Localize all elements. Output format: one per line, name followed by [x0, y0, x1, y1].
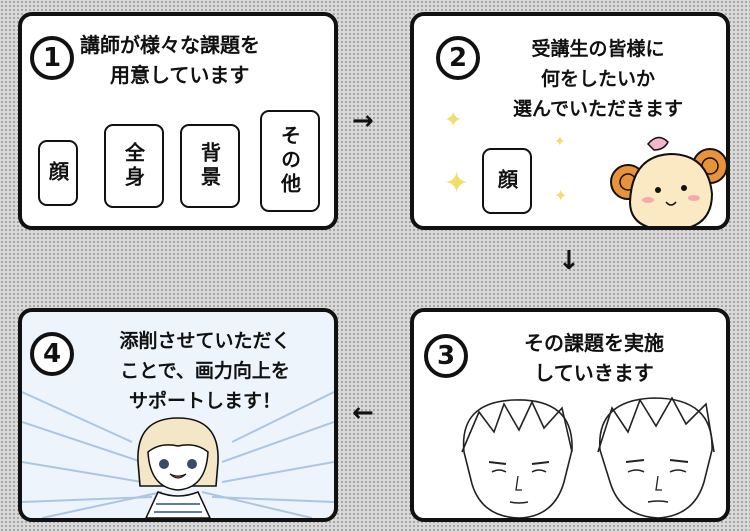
step-1-text: 講師が様々な課題を 用意しています [80, 30, 334, 90]
sketch-face-illustration [461, 399, 573, 518]
chosen-task-card: 顔 [482, 148, 532, 214]
step-3-number: 3 [424, 334, 468, 378]
sketch-face-illustration [597, 396, 715, 518]
step-1-line-2: 用意しています [110, 63, 250, 87]
task-card-other: その他 [260, 110, 320, 212]
step-2-text: 受講生の皆様に 何をしたいか 選んでいただきます [470, 34, 726, 124]
speed-lines-background [22, 391, 334, 518]
step-2-panel: 2 受講生の皆様に 何をしたいか 選んでいただきます ✦ ✦ ✦ ✦ 顔 [410, 12, 730, 230]
step-4-line-2: ことで、画力向上を [120, 360, 290, 382]
step-4-text: 添削させていただく ことで、画力向上を サポートします！ [74, 326, 334, 416]
sparkle-icon: ✦ [444, 108, 463, 133]
step-3-panel: 3 その課題を実施 していきます [410, 308, 730, 522]
step-1-panel: 1 講師が様々な課題を 用意しています 顔 全身 背景 その他 [18, 12, 338, 230]
step-4-number: 4 [30, 332, 74, 376]
step-3-line-1: その課題を実施 [524, 331, 664, 355]
girl-character-illustration [137, 417, 219, 518]
step-3-text: その課題を実施 していきます [466, 328, 722, 388]
step-1-line-1: 講師が様々な課題を [80, 33, 260, 57]
flow-arrow-right: → [352, 106, 374, 136]
step-2-line-3: 選んでいただきます [512, 98, 684, 120]
step-2-line-2: 何をしたいか [540, 68, 655, 90]
step-3-line-2: していきます [534, 361, 654, 385]
step-1-number: 1 [30, 36, 74, 80]
task-card-full-body: 全身 [104, 124, 164, 208]
step-2-number: 2 [436, 36, 480, 80]
task-card-background: 背景 [180, 124, 240, 208]
sheep-mascot-icon [610, 136, 726, 226]
step-4-line-3: サポートします！ [128, 390, 281, 412]
step-4-line-1: 添削させていただく [119, 330, 291, 352]
sparkle-icon: ✦ [554, 134, 566, 150]
flow-arrow-left: ← [352, 398, 374, 428]
sparkle-icon: ✦ [444, 166, 470, 201]
task-card-face: 顔 [38, 140, 78, 206]
step-4-panel: 4 添削させていただく ことで、画力向上を サポートします！ [18, 308, 338, 522]
step-2-line-1: 受講生の皆様に [531, 38, 665, 60]
flow-arrow-down: ↓ [558, 246, 580, 276]
sparkle-icon: ✦ [554, 186, 568, 205]
